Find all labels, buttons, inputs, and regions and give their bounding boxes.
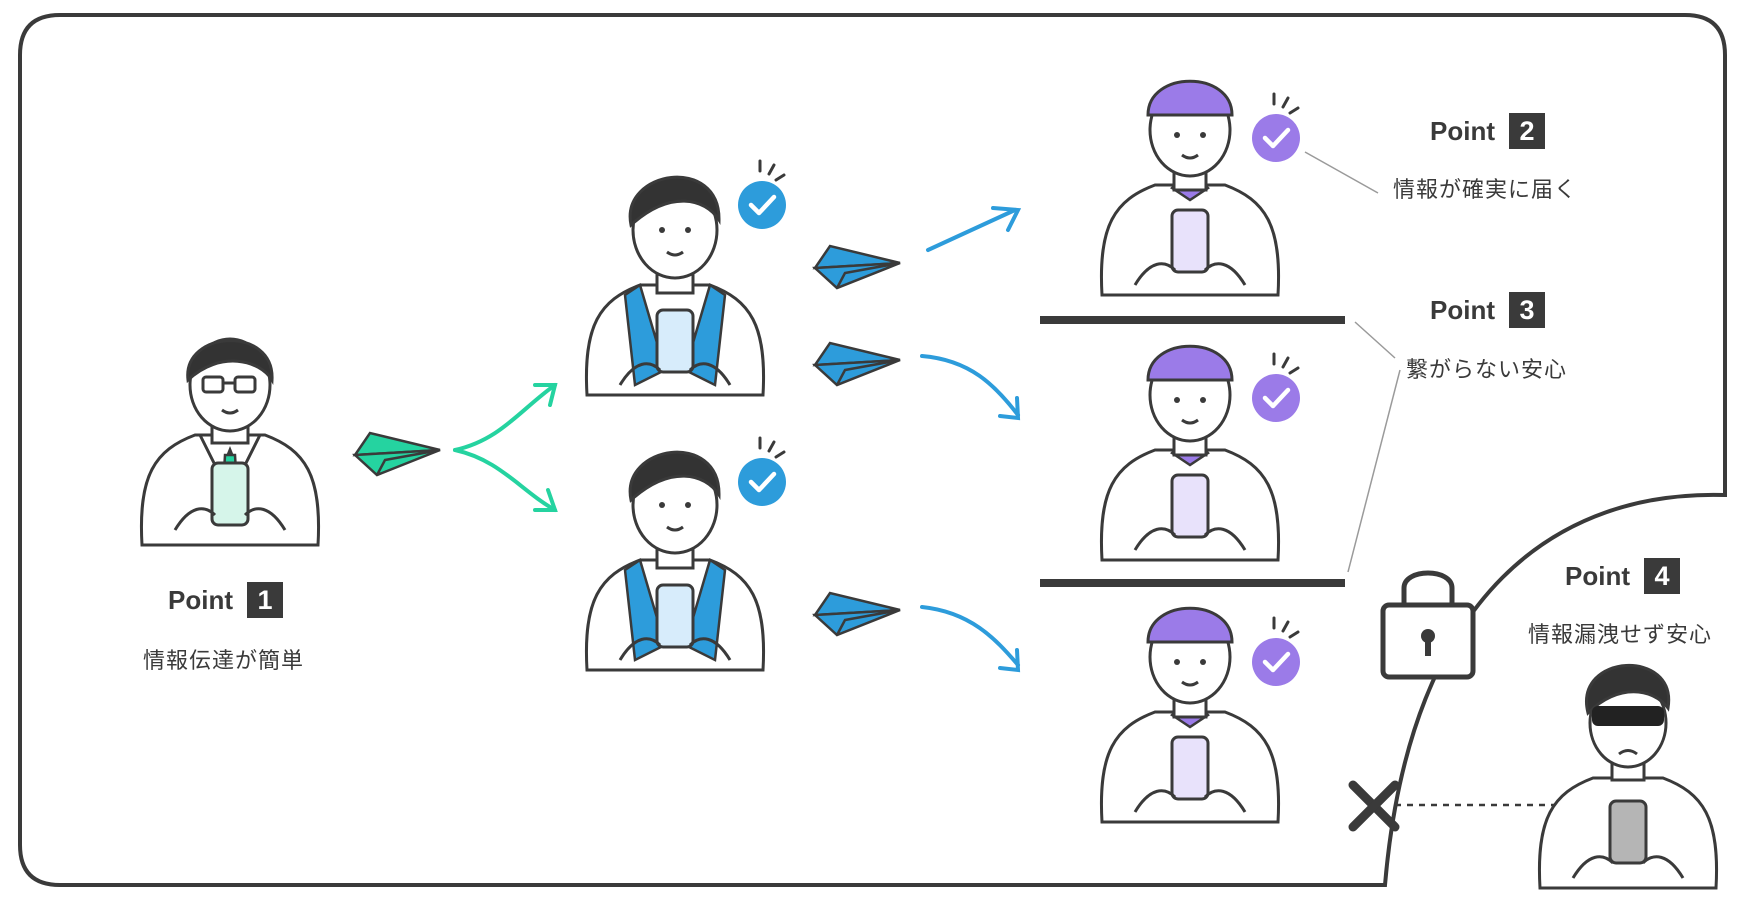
point-4-description: 情報漏洩せず安心 xyxy=(1528,623,1713,648)
point-2-description: 情報が確実に届く xyxy=(1393,178,1578,203)
point-1-description: 情報伝達が簡単 xyxy=(143,649,305,674)
point-label: Point xyxy=(168,584,233,615)
check-badge-icon xyxy=(1252,616,1300,686)
intruder-person xyxy=(1537,664,1719,890)
point-number: 4 xyxy=(1644,558,1680,594)
paper-plane-icon xyxy=(811,591,901,637)
point-number: 3 xyxy=(1509,292,1545,328)
paper-plane-icon xyxy=(811,244,901,290)
paper-plane-icon xyxy=(351,431,441,477)
split-arrows xyxy=(453,383,558,512)
forward-arrows xyxy=(920,206,1022,673)
receiver-person-1 xyxy=(1099,79,1281,297)
point-label: Point xyxy=(1430,294,1495,325)
check-badge-icon xyxy=(1252,92,1300,162)
point-3-heading: Point 3 xyxy=(1430,292,1545,328)
point-label: Point xyxy=(1430,115,1495,146)
middle-person-top xyxy=(584,175,766,397)
receiver-person-2 xyxy=(1099,344,1281,562)
paper-plane-icon xyxy=(811,341,901,387)
sender-person xyxy=(139,337,321,547)
receiver-person-3 xyxy=(1099,606,1281,824)
point-number: 1 xyxy=(247,582,283,618)
point-label: Point xyxy=(1565,560,1630,591)
padlock-icon xyxy=(1380,570,1476,680)
middle-person-bottom xyxy=(584,450,766,672)
check-badge-icon xyxy=(1252,352,1300,422)
point-number: 2 xyxy=(1509,113,1545,149)
point-1-heading: Point 1 xyxy=(168,582,283,618)
x-mark-icon xyxy=(1348,780,1400,832)
check-badge-icon xyxy=(738,159,786,229)
point-2-heading: Point 2 xyxy=(1430,113,1545,149)
leader-lines xyxy=(1304,151,1401,573)
point-4-heading: Point 4 xyxy=(1565,558,1680,594)
check-badge-icon xyxy=(738,436,786,506)
point-3-description: 繋がらない安心 xyxy=(1406,358,1568,383)
